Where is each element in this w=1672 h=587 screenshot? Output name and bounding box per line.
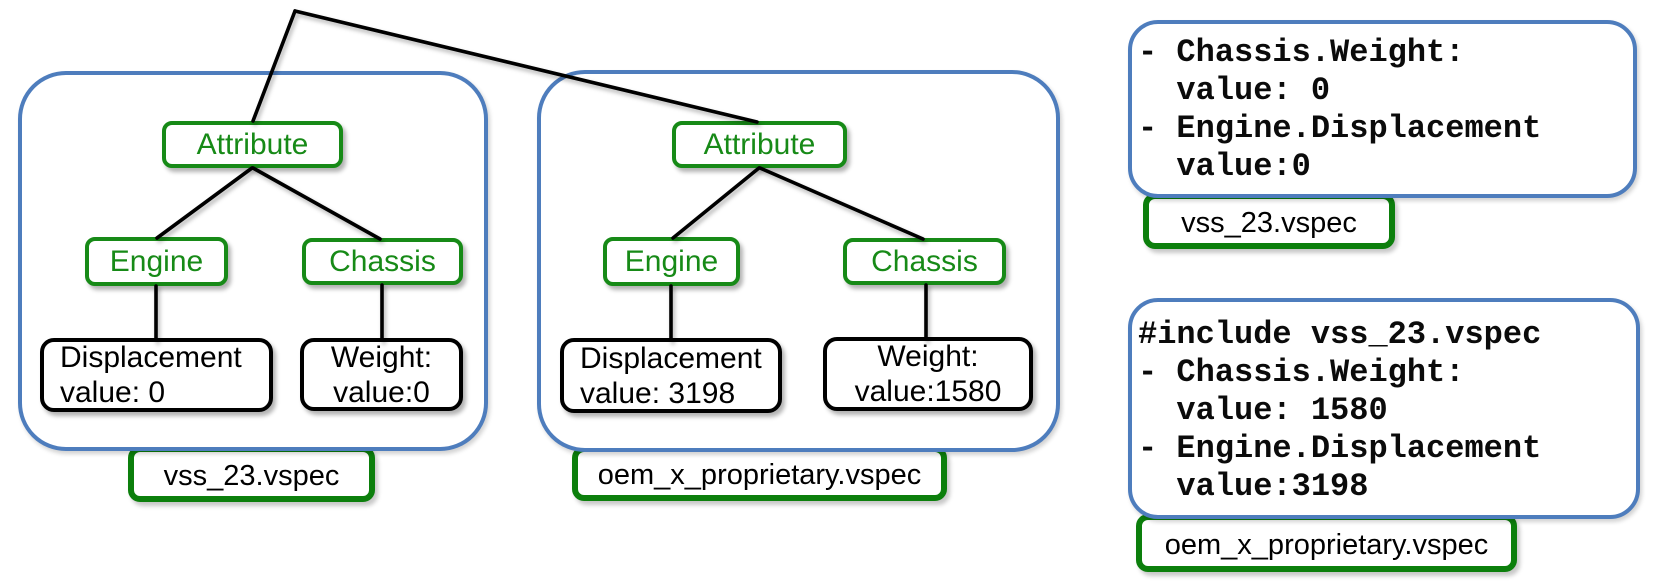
node-engine-middle: Engine [603, 237, 740, 286]
code-line: - Engine.Displacement [1138, 110, 1542, 147]
code-box-oem: #include vss_23.vspec - Chassis.Weight: … [1128, 298, 1640, 519]
node-chassis-middle: Chassis [843, 238, 1006, 285]
code-line: value:3198 [1138, 468, 1369, 505]
file-label-oem-tree: oem_x_proprietary.vspec [572, 446, 947, 501]
value-line: value:0 [333, 375, 430, 409]
file-label-vss23-code: vss_23.vspec [1143, 193, 1395, 249]
file-label-vss23-tree: vss_23.vspec [128, 446, 375, 502]
value-box-weight-middle: Weight: value:1580 [823, 337, 1033, 411]
node-attribute-middle: Attribute [672, 121, 847, 168]
value-line: Weight: [330, 340, 433, 374]
code-text-oem: #include vss_23.vspec - Chassis.Weight: … [1138, 316, 1632, 506]
code-box-vss23: - Chassis.Weight: value: 0 - Engine.Disp… [1128, 20, 1637, 198]
value-line: value:1580 [854, 375, 1002, 408]
code-line: value:0 [1138, 148, 1311, 185]
code-line: #include vss_23.vspec [1138, 316, 1542, 353]
node-chassis-left: Chassis [302, 238, 463, 285]
code-line: - Chassis.Weight: [1138, 34, 1465, 71]
value-line: Weight: [877, 340, 979, 373]
value-line: Displacement [60, 341, 242, 374]
file-label-oem-code: oem_x_proprietary.vspec [1136, 514, 1517, 572]
value-line: value: 3198 [580, 376, 736, 410]
value-line: Displacement [580, 341, 762, 375]
value-line: value: 0 [60, 376, 166, 409]
value-box-weight-left: Weight: value:0 [300, 338, 463, 411]
node-attribute-left: Attribute [162, 121, 343, 168]
value-box-displacement-left: Displacement value: 0 [40, 338, 273, 412]
value-box-displacement-middle: Displacement value: 3198 [560, 338, 782, 413]
code-line: - Chassis.Weight: [1138, 354, 1465, 391]
code-line: value: 0 [1138, 72, 1331, 109]
node-engine-left: Engine [85, 237, 228, 286]
code-line: value: 1580 [1138, 392, 1388, 429]
code-text-vss23: - Chassis.Weight: value: 0 - Engine.Disp… [1138, 34, 1629, 186]
code-line: - Engine.Displacement [1138, 430, 1542, 467]
